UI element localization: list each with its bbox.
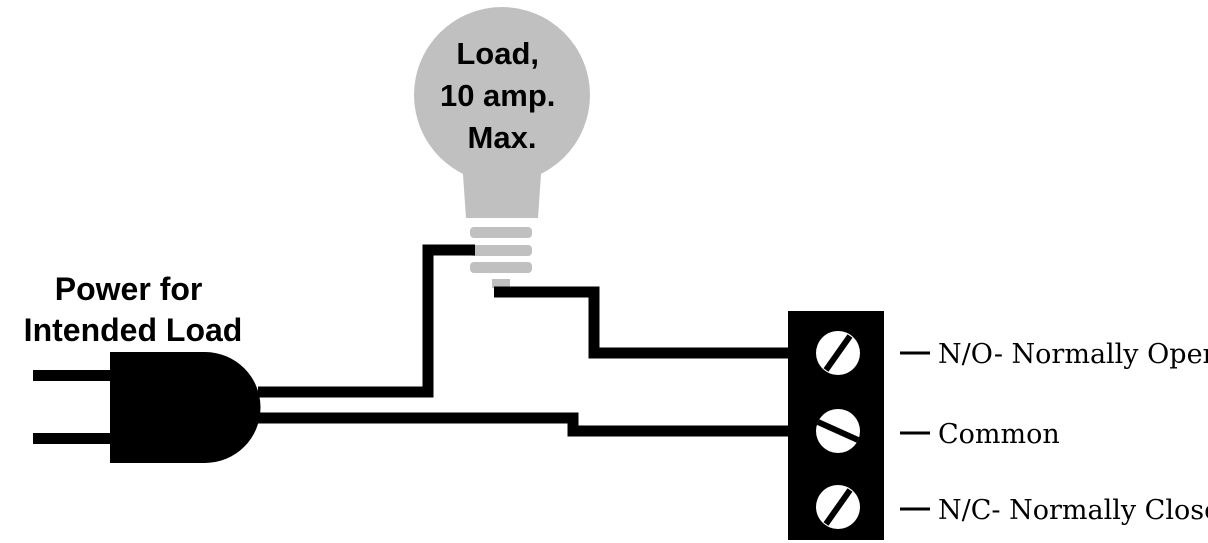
bulb-label-line: Load,	[456, 36, 539, 71]
plug-label: Power for Intended Load	[24, 271, 243, 348]
screw-slot	[816, 419, 860, 443]
bulb-globe	[414, 7, 590, 183]
plug-label-line: Intended Load	[24, 312, 243, 348]
screw-terminal-common	[816, 409, 860, 453]
bulb-thread	[470, 227, 532, 238]
bulb-thread	[470, 262, 532, 273]
wire-plug-to-common-terminal	[258, 412, 790, 437]
bulb-neck	[462, 160, 542, 218]
terminal-label-no: N/O- Normally Open	[938, 339, 1208, 370]
bulb-label-line: 10 amp.	[440, 78, 555, 113]
plug-prong	[33, 370, 113, 381]
wire-bulb-to-no-terminal	[494, 286, 790, 359]
bulb-thread	[470, 245, 532, 256]
wire-plug-to-bulb	[258, 244, 475, 398]
plug-body	[110, 352, 261, 463]
light-bulb-icon	[414, 7, 590, 288]
terminal-label-nc: N/C- Normally Closed	[938, 495, 1208, 526]
screw-slot	[823, 334, 853, 372]
plug-prong	[33, 433, 113, 444]
terminal-label-common: Common	[938, 419, 1060, 450]
bulb-label: Load, 10 amp. Max.	[440, 36, 564, 155]
screw-terminal-no	[816, 331, 860, 375]
power-plug-icon	[33, 352, 261, 463]
bulb-tip	[492, 279, 510, 288]
terminal-block	[788, 311, 884, 540]
screw-slot	[823, 488, 853, 526]
screw-terminal-nc	[816, 485, 860, 529]
bulb-label-line: Max.	[468, 120, 537, 155]
plug-label-line: Power for	[55, 271, 203, 307]
